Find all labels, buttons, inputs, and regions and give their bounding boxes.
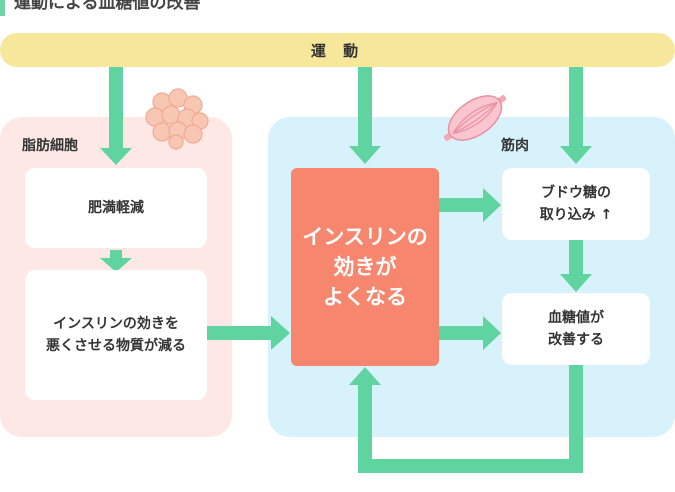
- fat-cell-icon: [145, 88, 209, 150]
- arrow-insulin-to-glucose-head: [483, 188, 501, 222]
- arrow-glucose-to-sugar-shaft: [569, 240, 583, 276]
- arrow-exercise-to-fat-shaft: [109, 67, 123, 150]
- arrow-weight-to-reduce-shaft: [110, 250, 122, 259]
- arrow-glucose-to-sugar-head: [560, 274, 592, 292]
- arrow-exercise-to-insulin-shaft: [358, 67, 372, 148]
- insulin-effect-box: インスリンの 効きが よくなる: [291, 168, 439, 366]
- arrow-insulin-to-sugar-head: [483, 316, 501, 350]
- arrow-feedback-bottom: [358, 459, 583, 473]
- muscle-label: 筋肉: [501, 138, 529, 154]
- arrow-exercise-to-muscle-head: [560, 146, 592, 164]
- arrow-exercise-to-fat-head: [100, 148, 132, 165]
- title-accent: [0, 0, 5, 16]
- arrow-reduce-to-insulin-shaft: [207, 326, 273, 340]
- arrow-feedback-head: [349, 367, 381, 385]
- exercise-bar: 運 動: [0, 33, 675, 67]
- arrow-feedback-down: [569, 365, 583, 473]
- glucose-uptake-box: ブドウ糖の 取り込み ↑: [502, 168, 650, 240]
- arrow-weight-to-reduce-head: [100, 258, 132, 272]
- weight-loss-box: 肥満軽減: [25, 168, 207, 248]
- reduce-substances-box: インスリンの効きを 悪くさせる物質が減る: [25, 270, 207, 400]
- arrow-exercise-to-muscle-shaft: [569, 67, 583, 148]
- arrow-feedback-up: [358, 384, 372, 473]
- arrow-reduce-to-insulin-head: [271, 316, 290, 350]
- arrow-insulin-to-glucose-shaft: [439, 198, 485, 212]
- page-title: 運動による血糖値の改善: [14, 0, 201, 13]
- muscle-icon: [443, 95, 507, 141]
- fat-cell-label: 脂肪細胞: [22, 138, 78, 154]
- arrow-insulin-to-sugar-shaft: [439, 326, 485, 340]
- arrow-exercise-to-insulin-head: [349, 146, 381, 164]
- blood-sugar-box: 血糖値が 改善する: [502, 293, 650, 365]
